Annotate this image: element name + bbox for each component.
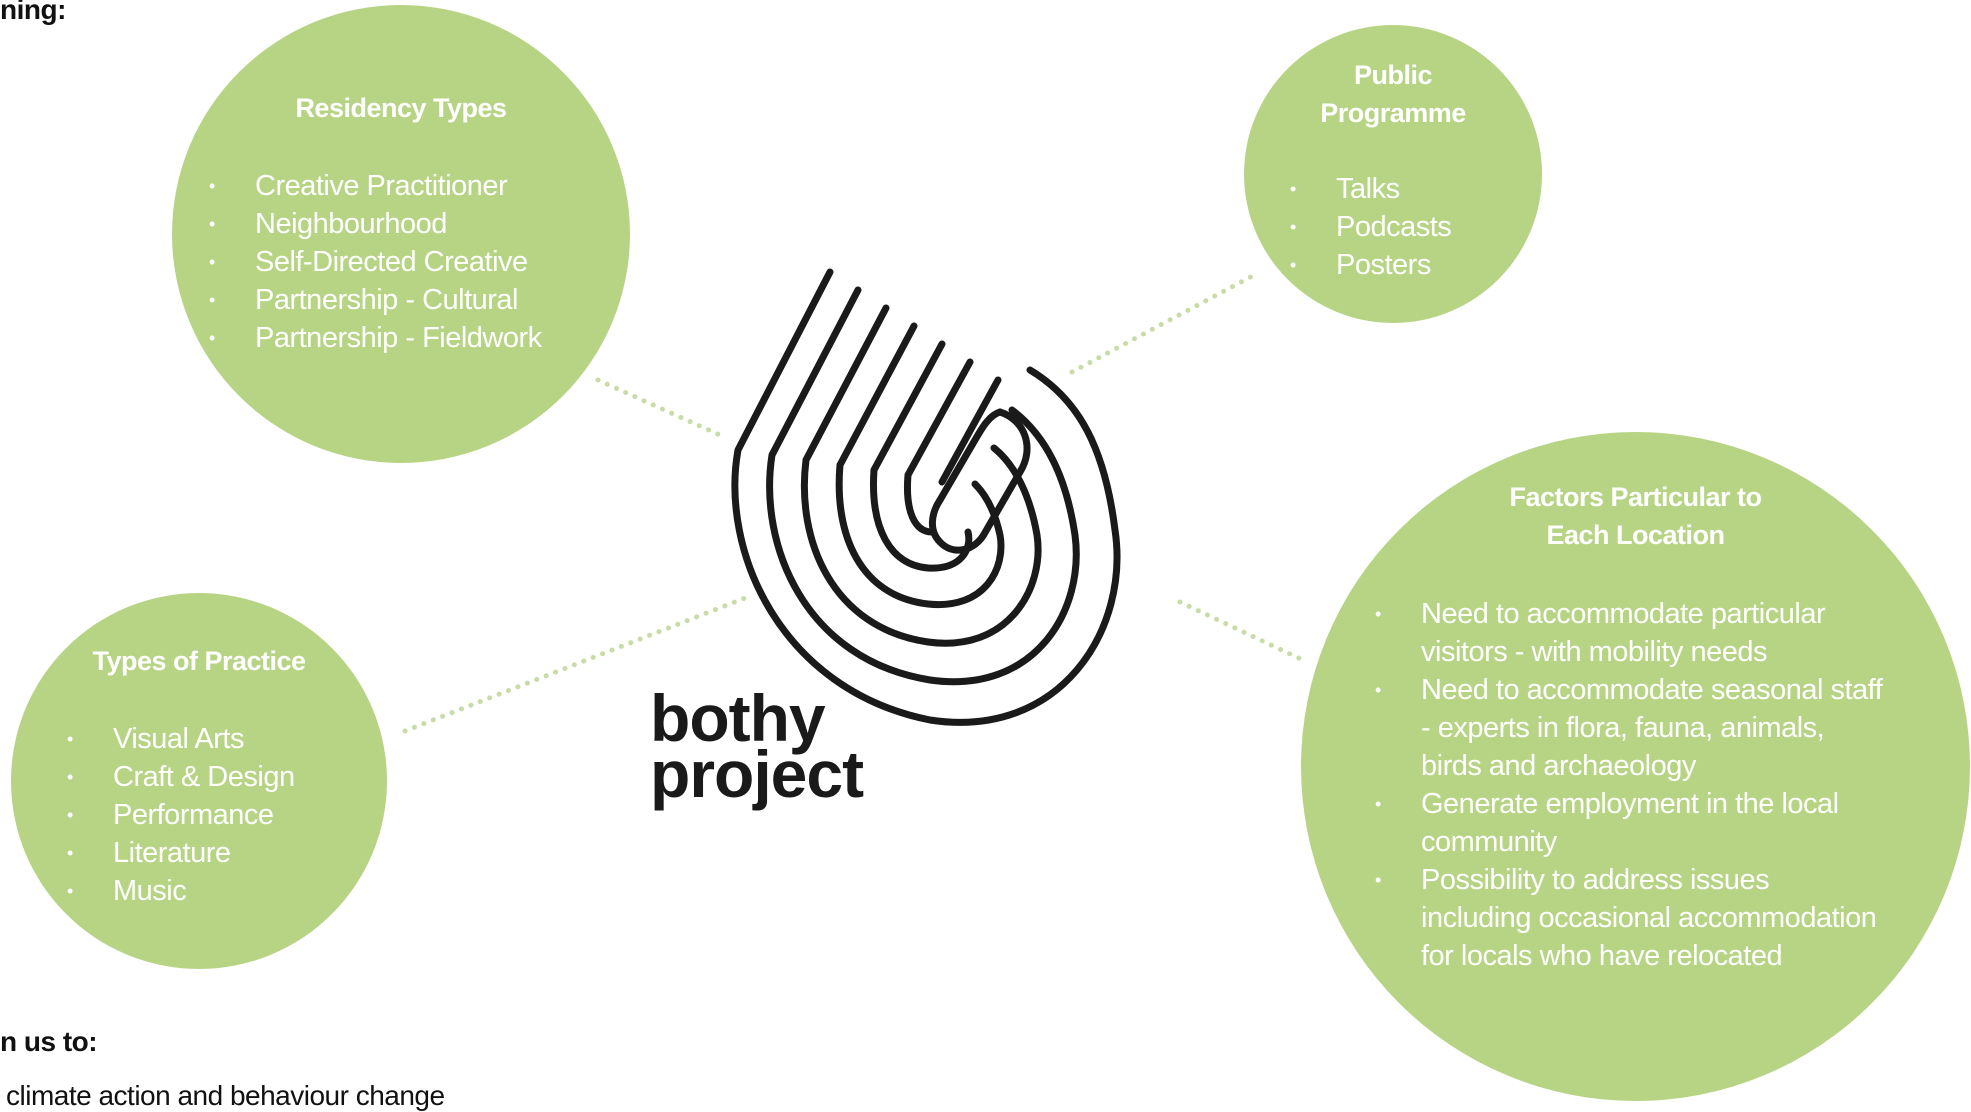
types-of-practice-title: Types of Practice bbox=[92, 646, 306, 676]
list-item: Craft & Design bbox=[65, 758, 295, 796]
list-item: Self-Directed Creative bbox=[207, 243, 542, 281]
list-item: Need to accommodate seasonal staff - exp… bbox=[1373, 671, 1883, 785]
list-item: Partnership - Fieldwork bbox=[207, 319, 542, 357]
list-item: Need to accommodate particular visitors … bbox=[1373, 595, 1883, 671]
list-item: Talks bbox=[1288, 170, 1451, 208]
top-left-heading-fragment: ning: bbox=[0, 0, 66, 25]
list-item: Creative Practitioner bbox=[207, 167, 542, 205]
public-programme-list: Talks Podcasts Posters bbox=[1288, 170, 1452, 284]
types-of-practice-list: Visual Arts Craft & Design Performance L… bbox=[65, 720, 295, 910]
location-factors-circle: Factors Particular to Each Location Need… bbox=[1301, 432, 1970, 1101]
list-item: Possibility to address issues including … bbox=[1373, 861, 1883, 975]
list-item: Visual Arts bbox=[65, 720, 295, 758]
residency-types-title: Residency Types bbox=[295, 93, 507, 123]
location-factors-title-line1: Factors Particular to bbox=[1509, 482, 1762, 512]
connector-residency bbox=[595, 377, 725, 439]
public-programme-title-line2: Programme bbox=[1320, 98, 1466, 128]
brand-line-2: project bbox=[650, 737, 864, 811]
brand-wordmark: bothy project bbox=[650, 681, 864, 811]
location-factors-title: Factors Particular to Each Location bbox=[1401, 478, 1870, 554]
public-programme-title: Public Programme bbox=[1244, 56, 1542, 132]
bottom-left-heading: n us to: bbox=[0, 1026, 98, 1057]
list-item: Generate employment in the local communi… bbox=[1373, 785, 1883, 861]
list-item: Podcasts bbox=[1288, 208, 1452, 246]
connector-factors bbox=[1177, 599, 1308, 664]
bothy-logo-mark-icon bbox=[731, 268, 1121, 726]
public-programme-circle: Public Programme Talks Podcasts Posters bbox=[1244, 25, 1542, 323]
connector-practice bbox=[402, 595, 748, 734]
public-programme-title-line1: Public bbox=[1353, 60, 1433, 90]
location-factors-title-line2: Each Location bbox=[1546, 520, 1725, 550]
brand-line-1: bothy bbox=[650, 681, 826, 755]
list-item: Music bbox=[65, 872, 295, 910]
residency-types-list: Creative Practitioner Neighbourhood Self… bbox=[207, 167, 542, 357]
types-of-practice-circle: Types of Practice Visual Arts Craft & De… bbox=[11, 593, 387, 969]
list-item: Literature bbox=[65, 834, 295, 872]
location-factors-list: Need to accommodate particular visitors … bbox=[1373, 595, 1883, 975]
list-item: Posters bbox=[1288, 246, 1451, 284]
list-item: Neighbourhood bbox=[207, 205, 542, 243]
bottom-left-text: climate action and behaviour change bbox=[6, 1080, 445, 1111]
residency-types-circle: Residency Types Creative Practitioner Ne… bbox=[172, 5, 630, 463]
list-item: Partnership - Cultural bbox=[207, 281, 542, 319]
list-item: Performance bbox=[65, 796, 295, 834]
